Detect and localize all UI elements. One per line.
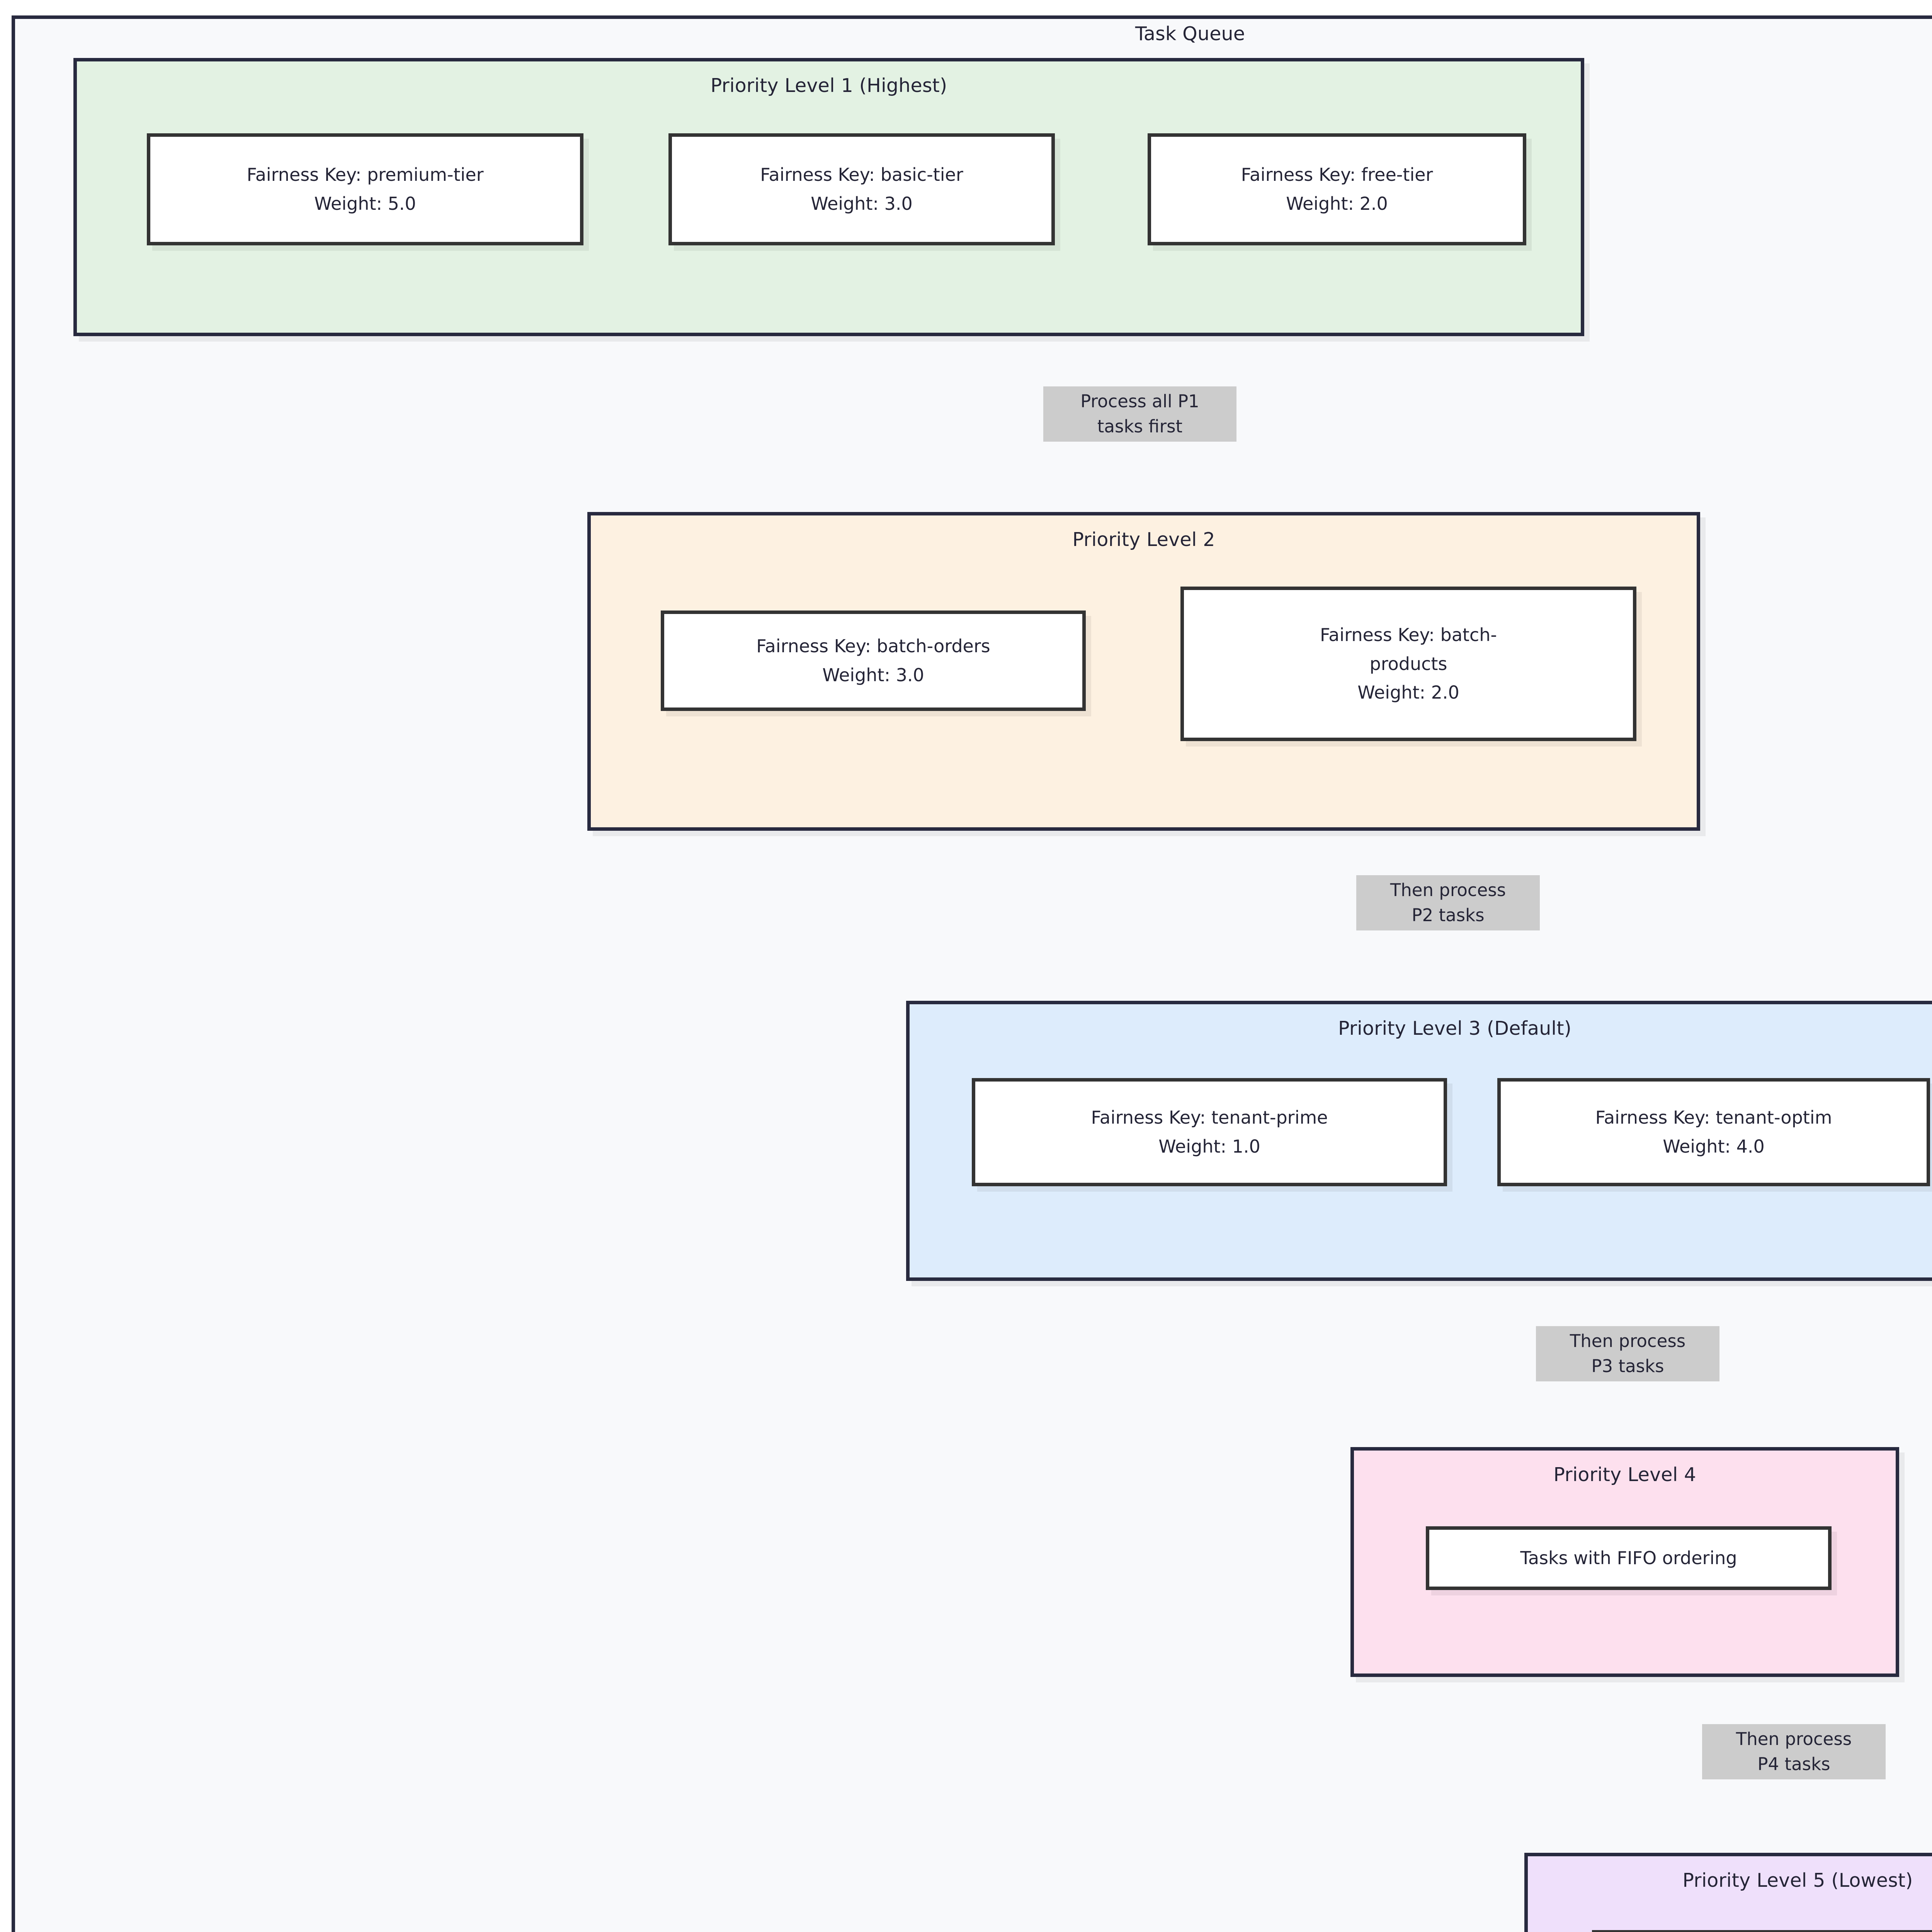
edge-label-line1: Then process [1570, 1331, 1686, 1351]
node-line-weight: Weight: 5.0 [314, 193, 416, 214]
node-line-key: Fairness Key: free-tier [1241, 164, 1433, 185]
cluster-title-p4: Priority Level 4 [1553, 1464, 1696, 1486]
node-line-key-cont: products [1369, 653, 1447, 674]
node-p3-tenant-optim[interactable]: Fairness Key: tenant-optim Weight: 4.0 [1497, 1078, 1930, 1186]
node-line-weight: Weight: 3.0 [811, 193, 913, 214]
node-p5-fifo[interactable]: Tasks with FIFO ordering [1592, 1930, 1932, 1932]
cluster-title-p1: Priority Level 1 (Highest) [710, 75, 947, 97]
cluster-title-p2: Priority Level 2 [1072, 529, 1215, 551]
node-p2-batch-orders[interactable]: Fairness Key: batch-orders Weight: 3.0 [661, 611, 1086, 711]
node-line-key: Fairness Key: basic-tier [760, 164, 963, 185]
node-line-weight: Weight: 4.0 [1663, 1136, 1765, 1157]
edge-label-line2: P2 tasks [1412, 905, 1485, 926]
node-p2-batch-products[interactable]: Fairness Key: batch- products Weight: 2.… [1180, 587, 1636, 741]
edge-label-line1: Then process [1736, 1729, 1852, 1749]
edge-label-line1: Process all P1 [1080, 391, 1199, 412]
edge-label-line1: Then process [1390, 880, 1506, 900]
node-p1-free-tier[interactable]: Fairness Key: free-tier Weight: 2.0 [1148, 133, 1526, 245]
node-p1-premium-tier[interactable]: Fairness Key: premium-tier Weight: 5.0 [147, 133, 583, 245]
node-line-weight: Weight: 2.0 [1286, 193, 1388, 214]
node-line-weight: Weight: 3.0 [822, 665, 924, 685]
cluster-title-p5: Priority Level 5 (Lowest) [1682, 1869, 1913, 1891]
task-queue-title: Task Queue [1135, 23, 1245, 45]
node-p1-basic-tier[interactable]: Fairness Key: basic-tier Weight: 3.0 [668, 133, 1055, 245]
edge-label-p2-p3: Then process P2 tasks [1356, 875, 1540, 930]
edge-label-p1-p2: Process all P1 tasks first [1043, 386, 1236, 442]
node-line-key: Fairness Key: batch- [1320, 624, 1497, 646]
edge-label-p3-p4: Then process P3 tasks [1536, 1326, 1719, 1381]
node-line-key: Fairness Key: premium-tier [247, 164, 484, 185]
node-line-key: Fairness Key: tenant-prime [1091, 1107, 1328, 1128]
node-line-weight: Weight: 2.0 [1357, 682, 1459, 703]
node-line-weight: Weight: 1.0 [1158, 1136, 1260, 1157]
node-p4-fifo[interactable]: Tasks with FIFO ordering [1426, 1526, 1832, 1590]
cluster-title-p3: Priority Level 3 (Default) [1338, 1017, 1572, 1039]
edge-label-line2: tasks first [1097, 416, 1183, 437]
edge-label-line2: P4 tasks [1757, 1754, 1830, 1775]
edge-label-p4-p5: Then process P4 tasks [1702, 1724, 1886, 1779]
cluster-priority-level-5[interactable]: Priority Level 5 (Lowest) [1524, 1853, 1932, 1932]
node-line-text: Tasks with FIFO ordering [1520, 1548, 1737, 1569]
node-line-key: Fairness Key: batch-orders [756, 636, 990, 657]
edge-label-line2: P3 tasks [1591, 1356, 1664, 1377]
node-p3-tenant-prime[interactable]: Fairness Key: tenant-prime Weight: 1.0 [972, 1078, 1447, 1186]
node-line-key: Fairness Key: tenant-optim [1595, 1107, 1832, 1128]
